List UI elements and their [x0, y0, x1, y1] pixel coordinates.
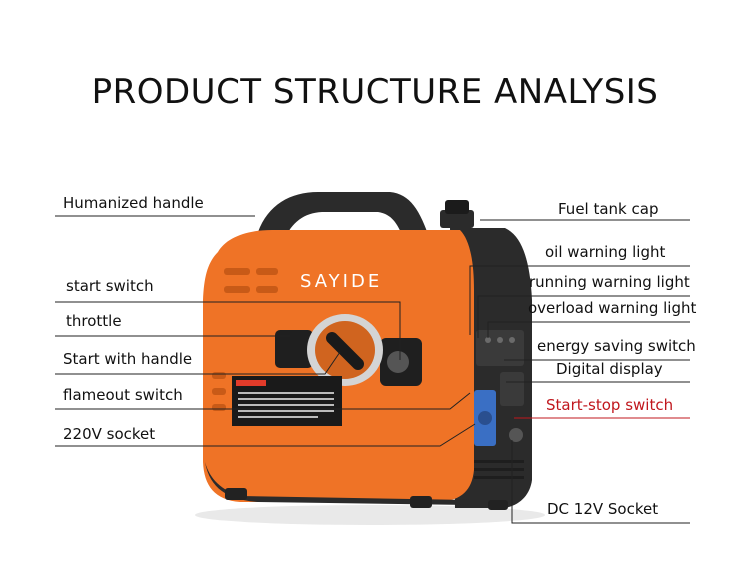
label-start-stop-switch: Start-stop switch [546, 396, 674, 414]
leader-lines [55, 215, 690, 524]
base-trim [205, 462, 470, 505]
label-flameout-switch: flameout switch [63, 386, 183, 404]
label-energy-saving-switch: energy saving switch [537, 337, 696, 355]
dc-socket-icon [509, 428, 523, 442]
label-oil-warning-light: oil warning light [545, 243, 666, 261]
foot-center [410, 496, 432, 508]
ground-shadow [195, 505, 545, 525]
brand-text: SAYIDE [300, 271, 382, 292]
fuel-cap-base [440, 210, 474, 228]
label-overload-warning-light: overload warning light [528, 299, 697, 317]
label-start-with-handle: Start with handle [63, 350, 193, 368]
label-start-switch: start switch [66, 277, 154, 295]
pull-start-handle [326, 332, 364, 370]
label-fuel-tank-cap: Fuel tank cap [558, 200, 659, 218]
start-switch-dial [387, 351, 409, 373]
foot-left [225, 488, 247, 500]
label-220v-socket: 220V socket [63, 425, 156, 443]
foot-right [488, 500, 508, 510]
fuel-cap-icon [445, 200, 469, 214]
label-digital-display: Digital display [556, 360, 663, 378]
digital-display-icon [500, 372, 524, 406]
label-humanized-handle: Humanized handle [63, 194, 204, 212]
throttle-knob [275, 330, 313, 368]
label-dc-12v-socket: DC 12V Socket [547, 500, 659, 518]
handle-shape [258, 192, 430, 240]
page-title: PRODUCT STRUCTURE ANALYSIS [91, 72, 659, 112]
side-controls [474, 330, 524, 479]
label-throttle: throttle [66, 312, 122, 330]
label-running-warning-light: running warning light [529, 273, 690, 291]
